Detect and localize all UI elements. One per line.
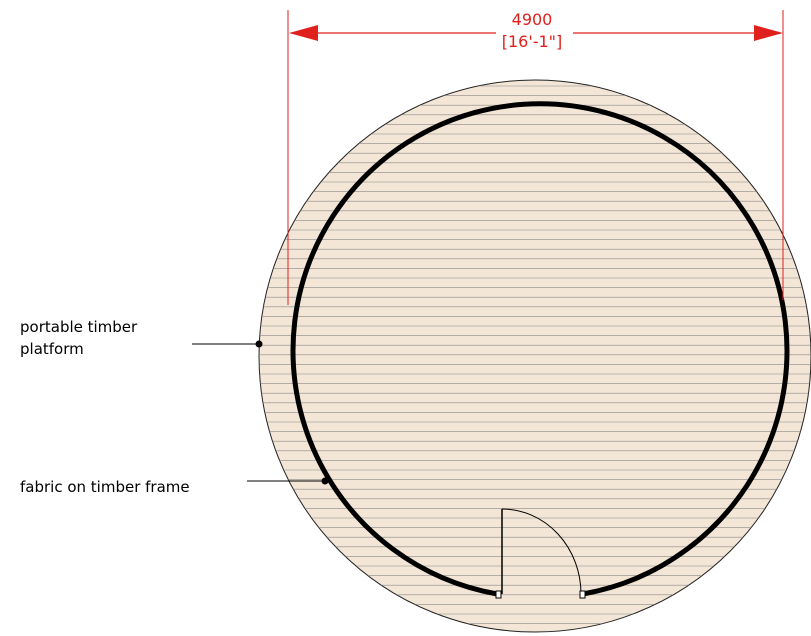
platform-label-line1: portable timber (20, 318, 138, 336)
fabric-leader-dot (321, 477, 329, 485)
arrowhead-right (754, 25, 783, 41)
fabric-wall (290, 101, 790, 597)
platform-label-line2: platform (20, 340, 84, 358)
door-swing-arc (501, 508, 582, 595)
arrowhead-left (289, 25, 318, 41)
annotations: portable timber platform fabric on timbe… (20, 318, 329, 496)
fabric-label: fabric on timber frame (20, 478, 190, 496)
dimension-value: 4900 (512, 10, 553, 29)
door-jamb-left (495, 590, 502, 599)
width-dimension: 4900 [16'-1"] (287, 10, 784, 305)
dimension-imperial: [16'-1"] (502, 32, 563, 51)
door-jamb-right (579, 590, 586, 599)
timber-platform (258, 79, 811, 633)
platform-leader-dot (255, 340, 263, 348)
door (495, 508, 586, 599)
